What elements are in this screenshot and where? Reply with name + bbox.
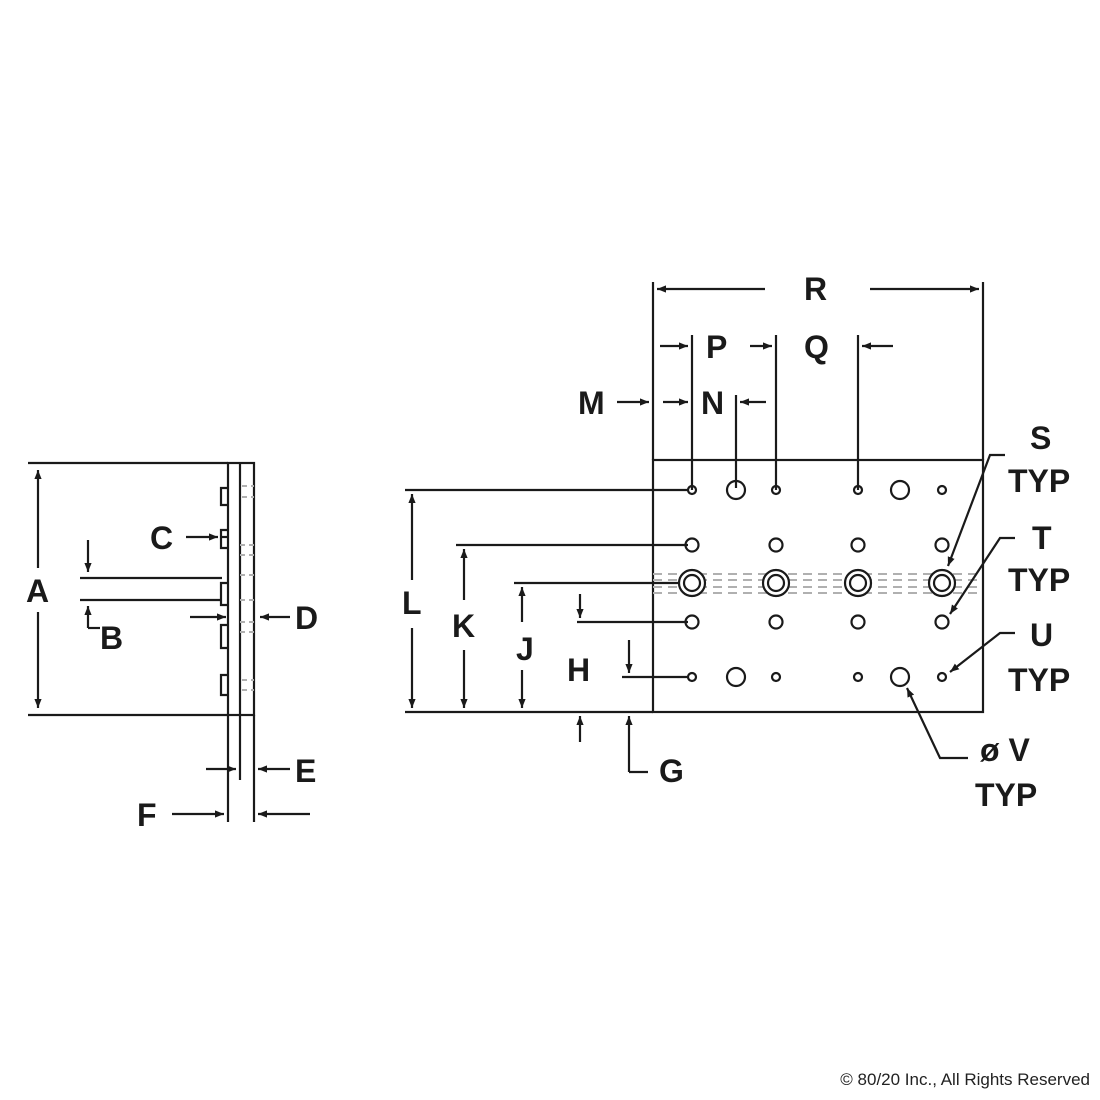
label-B: B — [100, 620, 123, 656]
through-hole — [889, 666, 911, 688]
mounting-hole — [850, 614, 866, 630]
mounting-hole — [768, 537, 784, 553]
counterbore-hole-inner — [932, 573, 952, 593]
through-hole — [889, 479, 911, 501]
label-J: J — [516, 631, 534, 667]
slot-hidden-lines — [653, 573, 983, 594]
label-Q: Q — [804, 329, 829, 365]
small-hole — [936, 671, 948, 683]
label-V-typ: TYP — [975, 777, 1037, 813]
dimension-labels: A B C D E F R P Q M N L K J H G S TYP T … — [26, 271, 1070, 833]
label-N: N — [701, 385, 724, 421]
label-L: L — [402, 585, 422, 621]
label-T-typ: TYP — [1008, 562, 1070, 598]
mounting-hole — [850, 537, 866, 553]
label-G: G — [659, 753, 684, 789]
label-U-typ: TYP — [1008, 662, 1070, 698]
label-H: H — [567, 652, 590, 688]
label-S-typ: TYP — [1008, 463, 1070, 499]
small-hole — [770, 671, 782, 683]
counterbore-hole-inner — [848, 573, 868, 593]
label-R: R — [804, 271, 827, 307]
label-E: E — [295, 753, 316, 789]
front-view-dimensions — [405, 282, 1015, 774]
label-A: A — [26, 573, 49, 609]
small-hole — [686, 671, 698, 683]
counterbore-hole-inner — [682, 573, 702, 593]
mounting-hole — [768, 614, 784, 630]
label-M: M — [578, 385, 605, 421]
copyright-notice: © 80/20 Inc., All Rights Reserved — [840, 1070, 1090, 1089]
label-C: C — [150, 520, 173, 556]
label-T: T — [1032, 520, 1052, 556]
front-view — [651, 458, 985, 714]
label-V: ø V — [980, 732, 1030, 768]
small-hole — [936, 484, 948, 496]
mounting-hole — [934, 537, 950, 553]
label-S: S — [1030, 420, 1051, 456]
label-D: D — [295, 600, 318, 636]
label-U: U — [1030, 617, 1053, 653]
counterbore-hole-inner — [766, 573, 786, 593]
through-hole — [725, 666, 747, 688]
label-F: F — [137, 797, 157, 833]
label-P: P — [706, 329, 727, 365]
mounting-hole — [934, 614, 950, 630]
side-view — [219, 461, 256, 717]
side-view-hidden-lines — [240, 485, 254, 691]
side-view-dimensions — [28, 461, 310, 822]
label-K: K — [452, 608, 475, 644]
small-hole — [852, 671, 864, 683]
